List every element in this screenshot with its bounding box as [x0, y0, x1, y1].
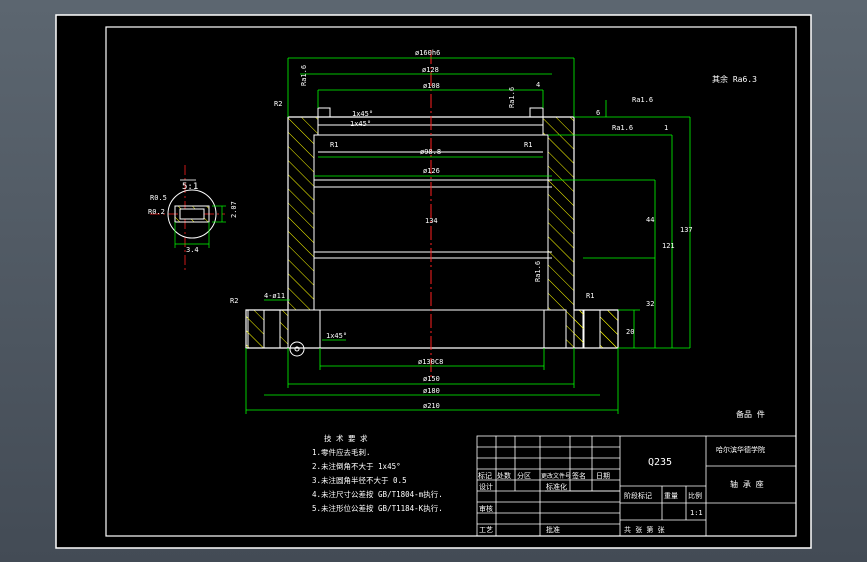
- tb-col: 标记: [478, 471, 492, 480]
- dim-ra16b: Ra1.6: [508, 87, 516, 108]
- tb-col: 日期: [596, 472, 610, 480]
- tb-material: Q235: [648, 457, 672, 468]
- tb-stage: 阶段标记: [624, 491, 652, 500]
- dim-ra16c: Ra1.6: [632, 96, 653, 104]
- dim-len134: 134: [425, 217, 438, 225]
- dim-d98-8: ø98.8: [420, 148, 441, 156]
- tech-item: 2.未注倒角不大于 1x45°: [312, 461, 401, 471]
- dim-h4: 4: [536, 81, 540, 89]
- detail-r02: R0.2: [148, 208, 165, 216]
- dim-r1c: R1: [586, 292, 594, 300]
- tech-item: 1.零件应去毛刺.: [312, 447, 371, 457]
- dim-h32: 32: [646, 300, 654, 308]
- dim-ra16d: Ra1.6: [612, 124, 633, 132]
- tb-part-name: 轴 承 座: [730, 479, 764, 489]
- dim-r2b: R2: [230, 297, 238, 305]
- dim-chamfer3: 1x45°: [326, 332, 347, 340]
- dimension-lines: [245, 57, 691, 414]
- dim-top-dia: ø160h6: [415, 49, 440, 57]
- tb-weight: 重量: [664, 492, 678, 500]
- dim-ra16e: Ra1.6: [534, 261, 542, 282]
- tb-review: 审核: [479, 504, 493, 513]
- detail-w34: 3.4: [186, 246, 199, 254]
- dim-h44: 44: [646, 216, 654, 224]
- tech-item: 5.未注形位公差按 GB/T1184-K执行.: [312, 503, 443, 513]
- stamp-text: 备品 件: [736, 409, 765, 419]
- dim-d210: ø210: [423, 402, 440, 410]
- dim-r2a: R2: [274, 100, 282, 108]
- inner-frame: [105, 26, 797, 537]
- tb-col: 签名: [572, 471, 586, 480]
- dim-chamfer1: 1x45°: [352, 110, 373, 118]
- tech-item: 3.未注圆角半径不大于 0.5: [312, 475, 407, 485]
- section-view: [245, 50, 619, 380]
- tb-school: 哈尔滨华德学院: [716, 445, 765, 454]
- dim-d180: ø180: [423, 387, 440, 395]
- dim-h20: 20: [626, 328, 634, 336]
- detail-h207: 2.07: [230, 201, 238, 218]
- tb-ratio: 比例: [688, 491, 702, 500]
- dim-h121: 121: [662, 242, 675, 250]
- tb-col: 更改文件号: [541, 472, 571, 480]
- detail-r05: R0.5: [150, 194, 167, 202]
- tech-title: 技 术 要 求: [324, 433, 368, 443]
- paper-sheet: [55, 14, 812, 549]
- dim-ra16a: Ra1.6: [300, 65, 308, 86]
- dim-chamfer2: 1x45°: [350, 120, 371, 128]
- dim-d108: ø108: [423, 82, 440, 90]
- dim-d126: ø126: [423, 167, 440, 175]
- tb-col: 分区: [517, 471, 531, 480]
- dim-d128: ø128: [422, 66, 439, 74]
- dim-h137: 137: [680, 226, 693, 234]
- tech-requirements: 技 术 要 求 1.零件应去毛刺. 2.未注倒角不大于 1x45° 3.未注圆角…: [312, 433, 443, 513]
- dim-d130: ø130C8: [418, 358, 443, 366]
- dim-r1b: R1: [524, 141, 532, 149]
- tb-scale: 1:1: [690, 509, 703, 517]
- title-block: [476, 435, 797, 537]
- dim-r1a: R1: [330, 141, 338, 149]
- detail-scale: 5:1: [182, 182, 198, 192]
- dim-h1: 1: [664, 124, 668, 132]
- tb-standardize: 标准化: [546, 482, 567, 491]
- tb-approve: 批准: [546, 525, 560, 534]
- tb-sheets: 共 张 第 张: [624, 525, 665, 534]
- tb-process: 工艺: [479, 526, 493, 534]
- dim-d150: ø150: [423, 375, 440, 383]
- surface-note: 其余 Ra6.3: [712, 74, 757, 84]
- tech-item: 4.未注尺寸公差按 GB/T1804-m执行.: [312, 489, 443, 499]
- title-block-text: Q235 哈尔滨华德学院 轴 承 座 1:1 标记 处数 分区 更改文件号 签名…: [478, 445, 765, 534]
- dim-holes: 4-ø11: [264, 292, 285, 300]
- dim-h6: 6: [596, 109, 600, 117]
- detail-view: 5:1 R0.5 R0.2 3.4 2.07: [148, 165, 238, 270]
- tb-col: 处数: [497, 471, 511, 480]
- tb-design: 设计: [479, 482, 493, 491]
